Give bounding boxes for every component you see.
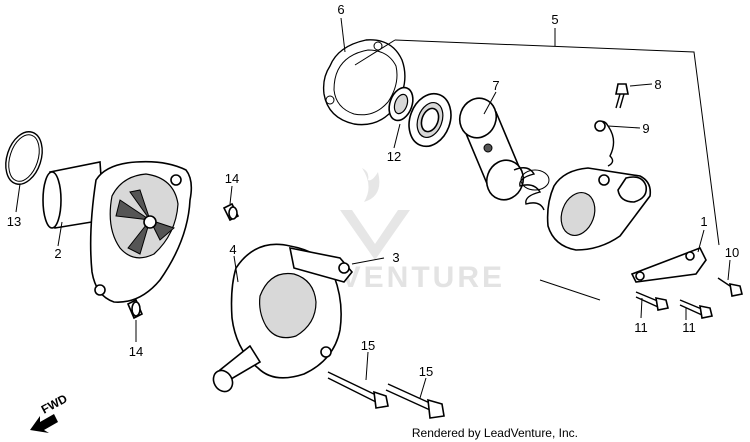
bolt-10 [717,277,743,297]
callout-8: 8 [654,77,661,92]
callout-5: 5 [551,12,558,27]
bolt-11-right [679,299,713,319]
clip-9 [594,120,615,167]
callout-3: 3 [392,250,399,265]
sensor-8 [615,83,629,109]
callout-13: 13 [7,214,21,229]
callout-15-right: 15 [419,364,433,379]
callout-12: 12 [387,149,401,164]
watermark-logo [340,168,410,260]
callout-4: 4 [229,242,236,257]
thermostat-cover [546,167,652,251]
seal-12 [388,86,414,122]
pump-cover-4 [212,243,354,393]
water-pump-body-2 [42,160,193,303]
callout-9: 9 [642,121,649,136]
forward-arrow-icon [30,414,58,433]
spring [513,167,550,211]
callout-7: 7 [492,78,499,93]
callout-1: 1 [700,214,707,229]
leader-lines [15,17,731,399]
assembly-5-bracket [354,28,720,301]
fwd-label: FWD [39,391,70,416]
credit-text: Rendered by LeadVenture, Inc. [412,426,578,440]
dowel-pin-14-lower [126,298,144,320]
bolt-11-left [635,291,669,311]
callout-14-lower: 14 [129,344,143,359]
dowel-pin-14-upper [222,202,240,222]
callout-15-left: 15 [361,338,375,353]
callout-14-upper: 14 [225,171,239,186]
bracket-1 [630,246,707,283]
callout-11-right: 11 [682,320,696,335]
callout-2: 2 [54,246,61,261]
bolt-15-left [327,371,389,409]
o-ring-13 [5,131,43,185]
thermostat-7 [458,97,525,201]
callout-6: 6 [337,2,344,17]
bearing-ring [408,92,452,148]
callout-10: 10 [725,245,739,260]
callout-11-left: 11 [634,320,648,335]
bolt-15-right [385,383,445,419]
